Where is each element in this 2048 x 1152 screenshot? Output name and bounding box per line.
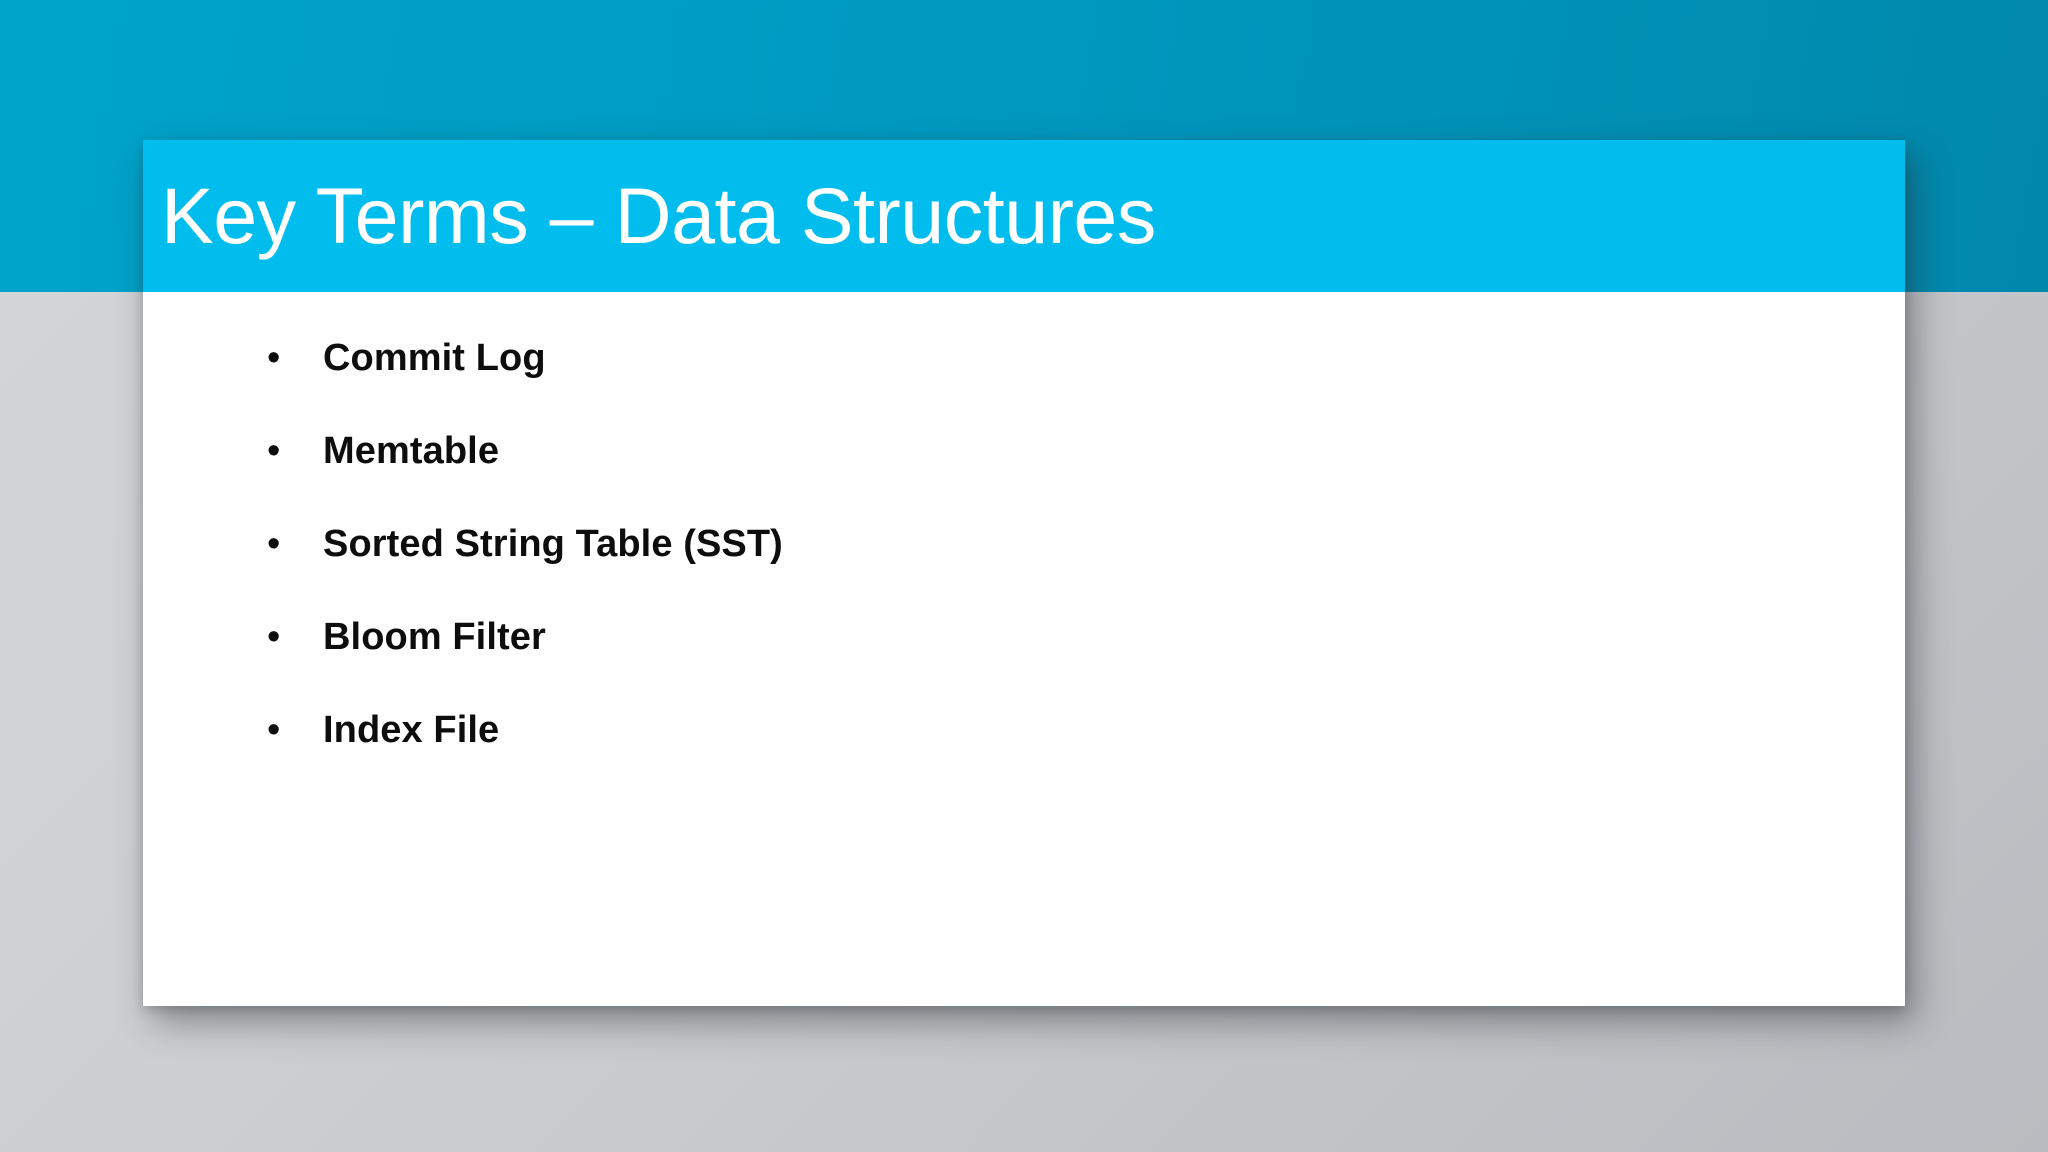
list-item-label: Memtable — [323, 430, 500, 472]
list-item: • Index File — [261, 708, 1821, 801]
list-item-label: Index File — [323, 709, 500, 751]
bullet-point-icon: • — [267, 616, 281, 658]
title-bar: Key Terms – Data Structures — [143, 140, 1905, 292]
list-item-label: Commit Log — [323, 337, 546, 379]
list-item: • Sorted String Table (SST) — [261, 522, 1821, 615]
list-item: • Bloom Filter — [261, 615, 1821, 708]
bullet-point-icon: • — [267, 337, 281, 379]
card-body: • Commit Log • Memtable • Sorted String … — [143, 292, 1905, 1006]
list-item-label: Bloom Filter — [323, 616, 546, 658]
bullet-point-icon: • — [267, 709, 281, 751]
bullet-point-icon: • — [267, 430, 281, 472]
list-item-label: Sorted String Table (SST) — [323, 523, 783, 565]
list-item: • Commit Log — [261, 336, 1821, 429]
bullet-point-icon: • — [267, 523, 281, 565]
slide-title: Key Terms – Data Structures — [161, 171, 1156, 260]
list-item: • Memtable — [261, 429, 1821, 522]
content-card: Key Terms – Data Structures • Commit Log… — [143, 140, 1905, 1006]
key-terms-bullet-list: • Commit Log • Memtable • Sorted String … — [261, 336, 1821, 801]
